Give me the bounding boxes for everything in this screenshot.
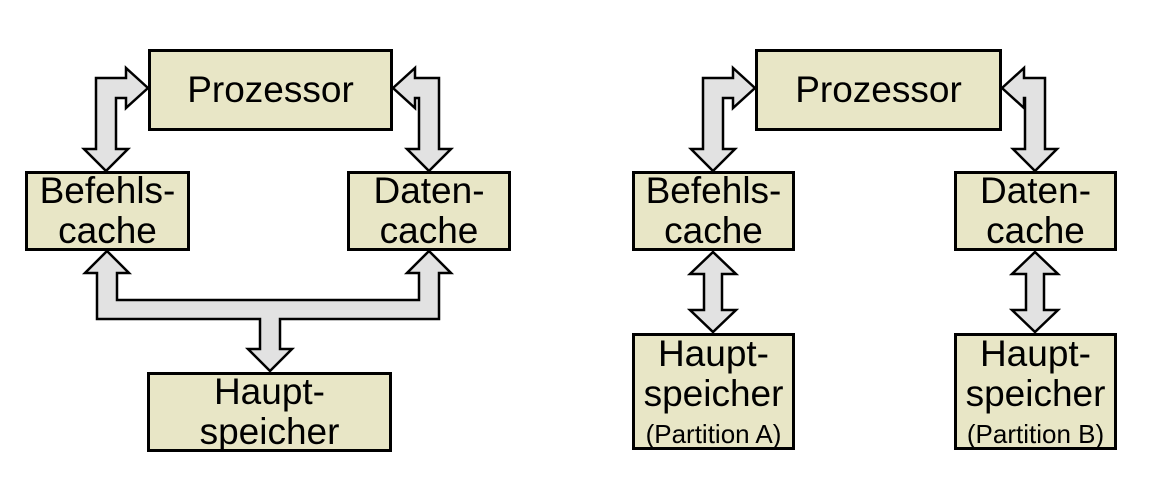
right-main-memory-partition-b-box: Haupt- speicher (Partition B): [954, 333, 1117, 450]
right-main-memory-b-sublabel: (Partition B): [966, 419, 1105, 449]
right-processor-label: Prozessor: [795, 69, 962, 110]
left-processor-label: Prozessor: [187, 69, 354, 110]
double-arrow-icon-right-prozessor-befehlscache: [687, 65, 757, 173]
right-data-cache-label: Daten- cache: [979, 170, 1092, 251]
right-data-cache-box: Daten- cache: [954, 171, 1117, 251]
left-data-cache-label: Daten- cache: [373, 170, 485, 251]
left-data-cache-box: Daten- cache: [347, 171, 511, 251]
double-arrow-icon-left-prozessor-datencache: [391, 65, 455, 173]
left-processor-box: Prozessor: [148, 49, 393, 131]
trident-arrow-icon-left-hauptspeicher-caches: [81, 249, 455, 373]
double-arrow-icon-left-prozessor-befehlscache: [80, 65, 150, 173]
left-main-memory-label: Haupt- speicher: [199, 371, 340, 452]
right-instruction-cache-box: Befehls- cache: [632, 171, 795, 251]
double-arrow-icon-datencache-partition-b: [1008, 250, 1062, 334]
double-arrow-icon-befehlscache-partition-a: [686, 250, 740, 334]
right-main-memory-a-label: Haupt- speicher: [643, 333, 784, 414]
right-main-memory-partition-a-box: Haupt- speicher (Partition A): [632, 333, 795, 450]
left-main-memory-box: Haupt- speicher: [147, 372, 392, 452]
right-main-memory-b-label: Haupt- speicher: [965, 333, 1106, 414]
right-main-memory-a-sublabel: (Partition A): [645, 419, 782, 449]
double-arrow-icon-right-prozessor-datencache: [1000, 65, 1061, 173]
right-instruction-cache-label: Befehls- cache: [645, 170, 782, 251]
left-instruction-cache-label: Befehls- cache: [39, 170, 176, 251]
left-instruction-cache-box: Befehls- cache: [25, 171, 190, 251]
right-processor-box: Prozessor: [755, 49, 1002, 131]
